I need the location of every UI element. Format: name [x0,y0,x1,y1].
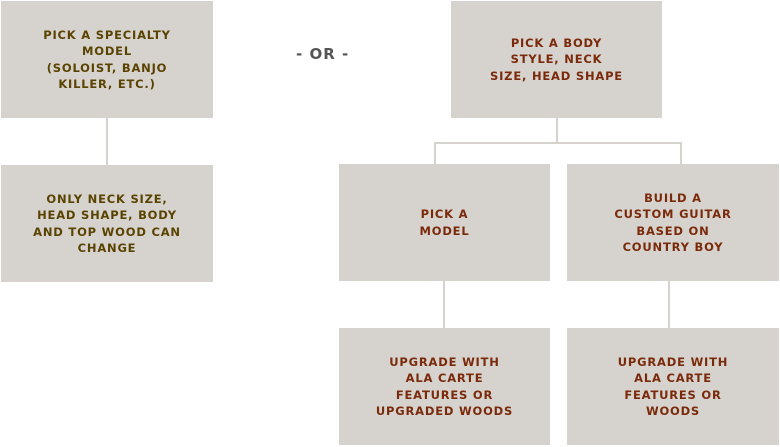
connector-line [680,142,682,164]
body-style-box: PICK A BODY STYLE, NECK SIZE, HEAD SHAPE [451,1,662,118]
connector-line [434,142,436,164]
upgrade-custom-box: UPGRADE WITH ALA CARTE FEATURES OR WOODS [567,328,779,445]
specialty-model-box: PICK A SPECIALTY MODEL (SOLOIST, BANJO K… [1,1,213,118]
specialty-changes-box: ONLY NECK SIZE, HEAD SHAPE, BODY AND TOP… [1,165,213,282]
connector-line [556,118,558,144]
connector-line [443,281,445,328]
upgrade-model-box: UPGRADE WITH ALA CARTE FEATURES OR UPGRA… [339,328,550,445]
or-separator: - OR - [296,45,350,63]
connector-line [668,281,670,328]
connector-line [106,118,108,165]
connector-line [434,142,682,144]
pick-model-box: PICK A MODEL [339,164,550,281]
custom-guitar-box: BUILD A CUSTOM GUITAR BASED ON COUNTRY B… [567,164,779,281]
